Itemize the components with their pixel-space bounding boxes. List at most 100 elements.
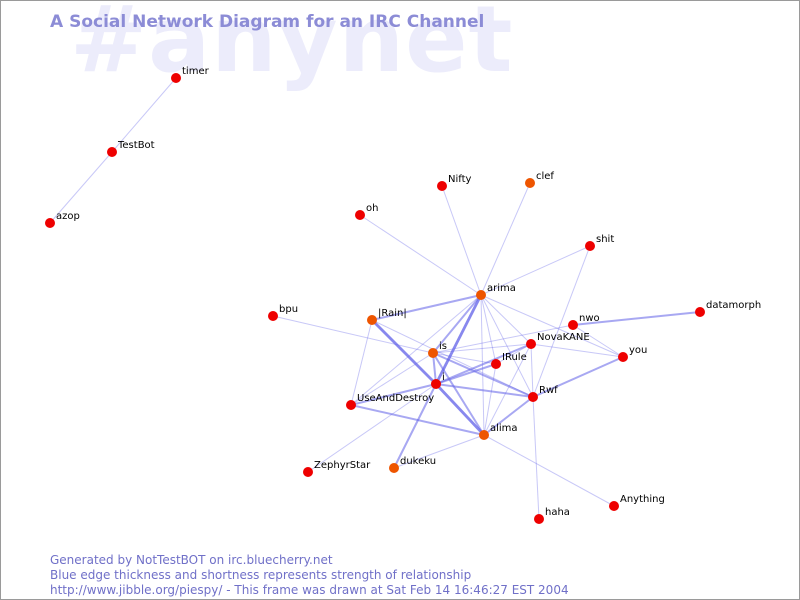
node-label: dukeku — [400, 456, 436, 467]
node-clef: clef — [525, 171, 554, 188]
edge-NovaKANE-Rwf — [530, 343, 534, 398]
node-Rwf: Rwf — [528, 385, 558, 402]
node-dot — [428, 348, 438, 358]
edge-layer — [49, 77, 701, 520]
edge-timer-TestBot — [111, 77, 177, 153]
edge-alima-dukeku — [393, 434, 485, 469]
node-i: i — [431, 372, 445, 389]
node-label: clef — [536, 171, 554, 182]
edge-arima-Rain — [371, 294, 482, 321]
node-dot — [491, 359, 501, 369]
node-label: Rwf — [539, 385, 558, 396]
node-UseAndDestroy: UseAndDestroy — [346, 393, 434, 410]
node-azop: azop — [45, 211, 80, 228]
node-NovaKANE: NovaKANE — [526, 332, 590, 349]
node-TestBot: TestBot — [107, 140, 155, 157]
edge-arima-is — [432, 294, 482, 354]
node-haha: haha — [534, 507, 570, 524]
edge-NovaKANE-i — [435, 343, 532, 385]
edge-oh-arima — [359, 214, 482, 296]
node-label: Nifty — [448, 174, 472, 185]
node-label: TestBot — [117, 140, 155, 151]
footer-legend-note: Blue edge thickness and shortness repres… — [50, 568, 472, 582]
node-dot — [268, 311, 278, 321]
edge-datamorph-nwo — [572, 311, 701, 326]
node-dot — [437, 181, 447, 191]
node-dot — [528, 392, 538, 402]
node-arima: arima — [476, 283, 516, 300]
edge-i-ZephyrStar — [307, 383, 437, 473]
edge-i-UseAndDestroy — [350, 383, 437, 406]
edge-UseAndDestroy-alima — [350, 404, 485, 436]
edge-Rain-UseAndDestroy — [350, 319, 373, 406]
node-dot — [367, 315, 377, 325]
node-label: i — [442, 372, 445, 383]
channel-watermark: #anynet — [70, 0, 514, 93]
node-dot — [568, 320, 578, 330]
node-label: arima — [487, 283, 516, 294]
node-label: azop — [56, 211, 80, 222]
node-label: NovaKANE — [537, 332, 590, 343]
node-label: datamorph — [706, 300, 761, 311]
node-label: haha — [545, 507, 570, 518]
node-oh: oh — [355, 203, 378, 220]
edge-i-alima — [434, 383, 486, 436]
edge-is-Rwf — [432, 352, 534, 398]
edge-bpu-is — [272, 315, 434, 354]
node-dot — [171, 73, 181, 83]
node-dot — [534, 514, 544, 524]
node-datamorph: datamorph — [695, 300, 761, 317]
footer: Generated by NotTestBOT on irc.bluecherr… — [50, 553, 569, 598]
edge-arima-you — [480, 294, 624, 358]
edge-arima-IRule — [480, 294, 497, 365]
node-ZephyrStar: ZephyrStar — [303, 460, 371, 477]
edge-alima-Anything — [483, 434, 615, 507]
edge-arima-Rwf — [480, 294, 534, 398]
node-Anything: Anything — [609, 494, 665, 511]
edge-IRule-i — [435, 363, 497, 385]
node-dot — [476, 290, 486, 300]
node-dot — [618, 352, 628, 362]
edge-nwo-is — [432, 324, 574, 354]
edge-NovaKANE-alima — [483, 343, 532, 436]
node-IRule: IRule — [491, 352, 527, 369]
node-label: nwo — [579, 313, 600, 324]
edge-Rain-i — [371, 319, 437, 385]
node-dot — [585, 241, 595, 251]
edge-arima-UseAndDestroy — [350, 294, 482, 406]
node-label: shit — [596, 234, 614, 245]
edge-shit-arima — [480, 245, 591, 296]
node-dot — [609, 501, 619, 511]
node-label: IRule — [502, 352, 527, 363]
diagram-title: A Social Network Diagram for an IRC Chan… — [50, 12, 485, 32]
node-dot — [526, 339, 536, 349]
edge-NovaKANE-IRule — [495, 343, 532, 365]
edge-TestBot-azop — [49, 151, 113, 224]
node-Rain: |Rain| — [367, 308, 407, 325]
node-label: Anything — [620, 494, 665, 505]
node-label: you — [629, 345, 647, 356]
node-shit: shit — [585, 234, 614, 251]
node-dot — [695, 307, 705, 317]
edge-IRule-alima — [483, 363, 497, 436]
node-label: alima — [490, 423, 518, 434]
edge-Rwf-haha — [532, 396, 540, 520]
edge-clef-arima — [480, 182, 531, 296]
edge-Nifty-arima — [441, 185, 482, 296]
edge-NovaKANE-you — [530, 343, 624, 358]
node-dot — [389, 463, 399, 473]
edge-NovaKANE-is — [432, 343, 532, 354]
node-label: |Rain| — [378, 308, 407, 319]
footer-url-timestamp: http://www.jibble.org/piespy/ - This fra… — [50, 583, 569, 597]
node-label: UseAndDestroy — [357, 393, 434, 404]
edge-shit-Rwf — [532, 245, 591, 398]
node-timer: timer — [171, 66, 210, 83]
node-Nifty: Nifty — [437, 174, 472, 191]
node-is: is — [428, 341, 447, 358]
node-dot — [45, 218, 55, 228]
node-label: timer — [182, 66, 210, 77]
node-dot — [479, 430, 489, 440]
edge-i-Rwf — [435, 383, 534, 398]
